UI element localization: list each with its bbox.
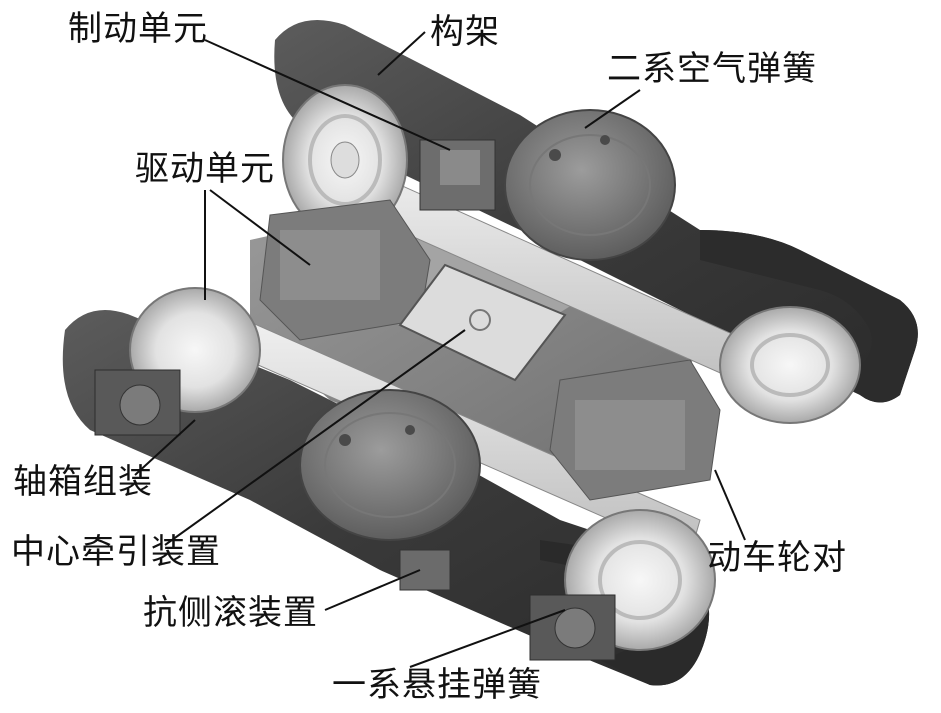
label-anti-roll-device: 抗侧滚装置: [143, 593, 318, 633]
leader-line-wheelset: [714, 469, 746, 541]
label-motor-wheelset: 动车轮对: [707, 538, 847, 578]
label-bogie-frame: 构架: [430, 12, 500, 52]
label-axle-box-assembly: 轴箱组装: [13, 462, 153, 502]
leader-lines: [134, 31, 746, 668]
axle-box-left: [94, 369, 181, 436]
label-brake-unit: 制动单元: [68, 9, 208, 49]
anti-roll-device: [399, 549, 451, 591]
leader-line-traction: [164, 329, 466, 546]
label-center-traction-device: 中心牵引装置: [11, 532, 221, 572]
axle-box-lower: [529, 594, 616, 661]
drive-unit-lower: [549, 359, 721, 501]
leader-line-air-spring: [584, 89, 641, 129]
leader-line-brake-unit: [204, 39, 451, 151]
label-secondary-air-spring: 二系空气弹簧: [607, 49, 817, 89]
secondary-air-spring-lower: [299, 389, 481, 541]
brake-unit: [419, 139, 496, 211]
leader-line-axle-box: [134, 419, 196, 476]
center-traction-plate: [398, 263, 567, 382]
leader-line-drive-unit-a: [209, 189, 311, 266]
leader-line-primary-spring: [409, 609, 566, 668]
leader-line-bogie-frame: [377, 31, 426, 76]
leader-line-anti-roll: [324, 569, 421, 611]
label-primary-suspension-spring: 一系悬挂弹簧: [332, 665, 542, 705]
secondary-air-spring-upper: [504, 109, 676, 261]
label-drive-unit: 驱动单元: [135, 149, 275, 189]
